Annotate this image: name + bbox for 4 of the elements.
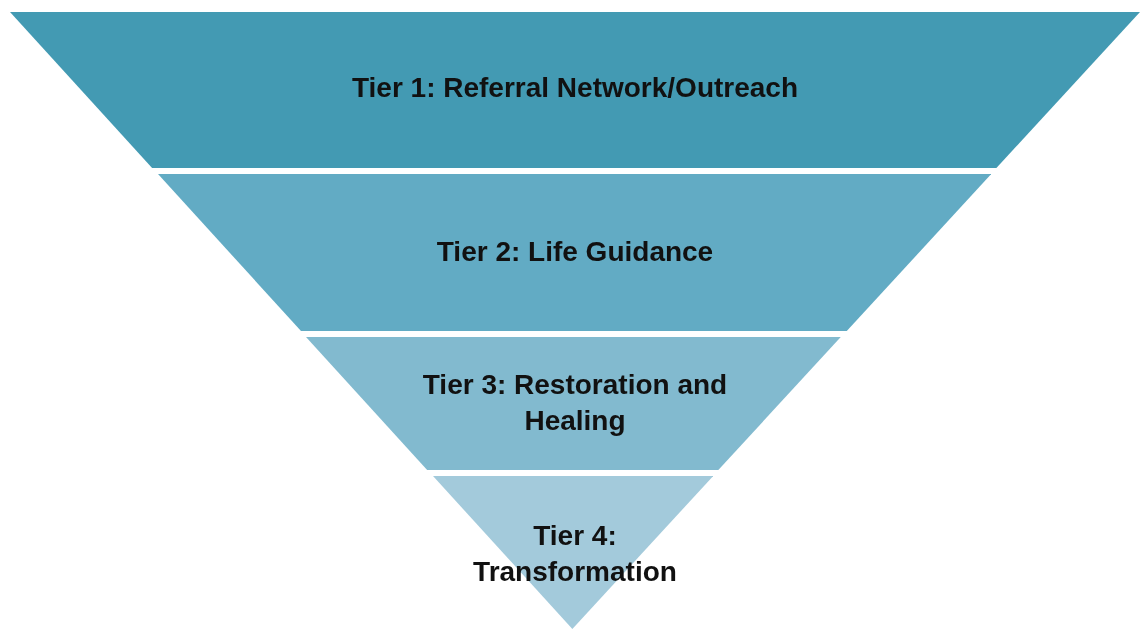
tier-label: Tier 3: Restoration and Healing (421, 368, 729, 438)
tier-label: Tier 2: Life Guidance (435, 235, 715, 269)
tier-label: Tier 1: Referral Network/Outreach (350, 71, 800, 105)
tier-label: Tier 4: Transformation (472, 519, 678, 589)
